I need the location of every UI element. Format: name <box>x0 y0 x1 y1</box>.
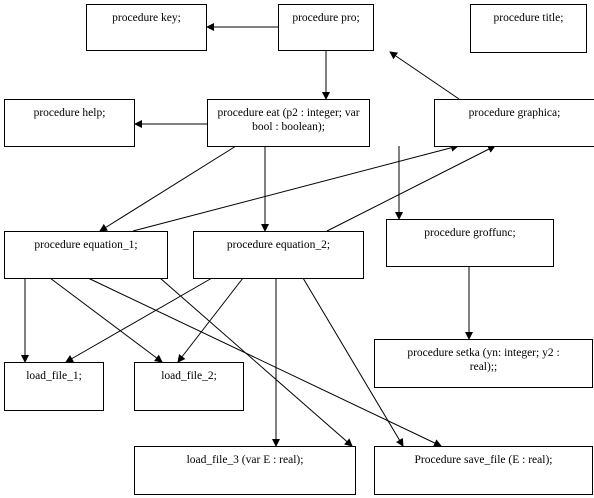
edge-eq2-to-save <box>302 277 404 447</box>
edge-eq2-to-graphica <box>326 145 496 232</box>
node-label: procedure title; <box>494 12 564 24</box>
node-label: procedure pro; <box>292 12 359 24</box>
node-save: Procedure save_file (E : real); <box>374 446 593 495</box>
node-box <box>4 362 104 411</box>
node-label: procedure equation_2; <box>227 239 330 251</box>
edge-eq1-to-graphica <box>132 143 459 232</box>
edge-eq2-to-lf1 <box>65 277 213 363</box>
node-label: procedure graphica; <box>469 107 561 119</box>
node-box <box>374 339 593 388</box>
node-lf3: load_file_3 (var E : real); <box>134 446 356 495</box>
nodes-layer: procedure key; procedure pro; procedure ti… <box>4 4 594 495</box>
node-help: procedure help; <box>4 99 135 147</box>
node-label: procedure setka (yn: integer; y2 : <box>407 347 559 359</box>
node-box <box>86 4 207 51</box>
node-box <box>386 219 554 267</box>
node-box <box>470 4 587 53</box>
edge-eq1-to-save <box>87 277 442 447</box>
node-groffunc: procedure groffunc; <box>386 219 554 267</box>
node-eat: procedure eat (p2 : integer; var bool : b… <box>207 99 370 147</box>
node-label: bool : boolean); <box>252 121 325 133</box>
node-label: procedure key; <box>112 12 181 24</box>
edge-eat-to-eq1 <box>99 145 237 232</box>
node-setka: procedure setka (yn: integer; y2 : real);… <box>374 339 593 388</box>
node-label: procedure equation_1; <box>34 239 137 251</box>
node-key: procedure key; <box>86 4 207 51</box>
node-lf1: load_file_1; <box>4 362 104 411</box>
node-box <box>134 362 244 411</box>
node-pro: procedure pro; <box>278 4 374 51</box>
node-label: procedure groffunc; <box>424 227 515 239</box>
node-lf2: load_file_2; <box>134 362 244 411</box>
node-label: procedure help; <box>34 107 106 119</box>
node-box <box>4 231 168 279</box>
edges-layer <box>21 23 496 447</box>
node-label: load_file_1; <box>26 370 82 382</box>
node-graphica: procedure graphica; <box>434 99 594 147</box>
node-eq1: procedure equation_1; <box>4 231 168 279</box>
node-label: Procedure save_file (E : real); <box>415 454 553 466</box>
node-label: load_file_3 (var E : real); <box>187 454 304 466</box>
node-label: load_file_2; <box>161 370 217 382</box>
node-eq2: procedure equation_2; <box>193 231 364 279</box>
node-title: procedure title; <box>470 4 587 53</box>
node-box <box>134 446 356 495</box>
node-box <box>207 99 370 147</box>
node-box <box>374 446 593 495</box>
node-box <box>278 4 374 51</box>
edge-eq2-to-lf2 <box>177 277 244 363</box>
edge-graphica-to-pro <box>389 51 460 100</box>
edge-eq1-to-lf2 <box>49 277 163 363</box>
node-label: real);; <box>470 361 497 373</box>
node-box <box>434 99 594 147</box>
node-box <box>193 231 364 279</box>
node-label: procedure eat (p2 : integer; var <box>217 107 359 119</box>
node-box <box>4 99 135 147</box>
edge-eq1-to-lf3 <box>159 277 353 447</box>
